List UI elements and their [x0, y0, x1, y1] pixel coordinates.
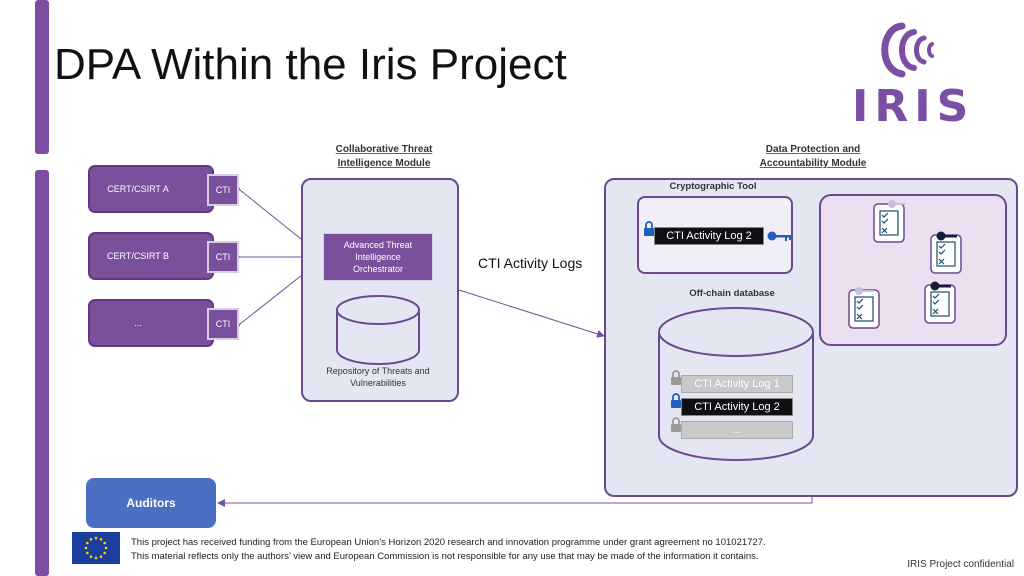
lock-icon [644, 221, 654, 236]
db-log-2: CTI Activity Log 2 [681, 398, 793, 416]
cti-module-label-line1: Collaborative Threat [335, 144, 433, 155]
cert-label: CERT/CSIRT A [107, 184, 169, 194]
key-icon [767, 231, 791, 241]
document-check-icon [930, 231, 962, 274]
confidential-label: IRIS Project confidential [907, 559, 1014, 570]
repository-label-line1: Repository of Threats and [326, 366, 430, 376]
eu-flag-icon [72, 532, 120, 564]
accent-bar-bottom [35, 170, 49, 576]
lock-grey-icon [671, 370, 681, 385]
cert-box-other: ... [88, 299, 214, 347]
cert-box-a: CERT/CSIRT A [88, 165, 214, 213]
db-log-1: CTI Activity Log 1 [681, 375, 793, 393]
document-check-icon [873, 200, 905, 243]
funding-notice: This project has received funding from t… [131, 536, 766, 564]
link-cti-to-dpa [458, 289, 605, 338]
threat-orchestrator: Advanced Threat Intelligence Orchestrato… [323, 233, 433, 281]
cti-module-label-line2: Intelligence Module [337, 158, 431, 169]
funding-line2: This material reflects only the authors’… [131, 551, 759, 562]
cti-tag-b: CTI [207, 241, 239, 273]
slide-title: DPA Within the Iris Project [54, 40, 567, 89]
iris-logo: IRIS [850, 18, 974, 132]
logo-wordmark: IRIS [852, 81, 975, 132]
crypto-tool-label: Cryptographic Tool [669, 181, 757, 192]
dpa-module-label-line2: Accountability Module [759, 158, 867, 169]
document-check-icon [848, 287, 880, 329]
funding-line1: This project has received funding from t… [131, 537, 766, 548]
repository-label-line2: Vulnerabilities [350, 378, 406, 388]
document-check-icon [924, 281, 956, 324]
cert-box-b: CERT/CSIRT B [88, 232, 214, 280]
lock-grey-icon [671, 417, 681, 432]
offchain-label: Off-chain database [689, 288, 775, 299]
repository-cylinder-icon [336, 295, 420, 365]
link-dpa-to-auditors [217, 497, 813, 507]
cti-tag-other: CTI [207, 308, 239, 340]
orchestrator-line1: Advanced Threat [343, 240, 413, 250]
orchestrator-line2: Intelligence [355, 252, 401, 262]
flow-label: CTI Activity Logs [478, 255, 583, 271]
iris-logo-mark-icon [881, 22, 934, 78]
orchestrator-line3: Orchestrator [352, 264, 403, 274]
cert-label: CERT/CSIRT B [106, 251, 169, 261]
lock-icon [671, 393, 681, 408]
accent-bar-top [35, 0, 49, 154]
dpa-module-label: Data Protection and Accountability Modul… [738, 143, 888, 171]
cti-tag-a: CTI [207, 174, 239, 206]
cti-module-label: Collaborative Threat Intelligence Module [310, 143, 458, 171]
cert-label: ... [134, 318, 142, 328]
dpa-module-label-line1: Data Protection and [765, 144, 861, 155]
db-log-more: ... [681, 421, 793, 439]
crypto-log-box: CTI Activity Log 2 [654, 227, 764, 245]
repository-label: Repository of Threats and Vulnerabilitie… [312, 365, 444, 389]
auditors-box: Auditors [86, 478, 216, 528]
